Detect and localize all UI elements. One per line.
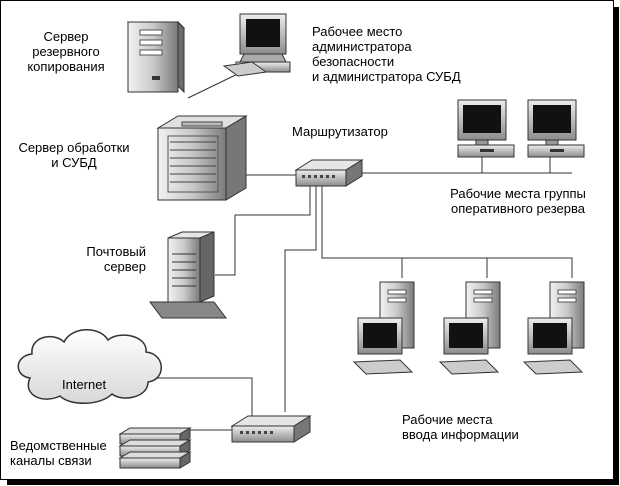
router-icon: [294, 159, 364, 187]
edge-router-icon: [230, 415, 312, 443]
mail-server-icon: [149, 231, 227, 319]
backup-server-icon: [126, 20, 186, 94]
entry-workstation-icon: [522, 281, 585, 375]
reserve-workstation-icon: [457, 99, 515, 158]
link-router-mail: [215, 186, 311, 276]
channel-modems-icon: [118, 427, 192, 469]
reserve-workstation-icon: [527, 99, 585, 158]
network-links: [155, 67, 573, 431]
internet-cloud-icon: [17, 329, 162, 404]
entry-workstation-icon: [352, 281, 415, 375]
admin-workstation-label: Рабочее место администратора безопасност…: [312, 24, 461, 84]
processing-server-label: Сервер обработки и СУБД: [18, 140, 130, 170]
link-router-edge: [284, 186, 317, 412]
admin-workstation-icon: [222, 13, 291, 77]
backup-server-label: Сервер резервного копирования: [27, 29, 105, 74]
frame-shadow: [613, 7, 619, 485]
link-router-entry: [321, 186, 573, 278]
processing-server-icon: [156, 115, 248, 201]
internet-label: Internet: [62, 377, 107, 392]
mail-server-label: Почтовый сервер: [86, 244, 146, 274]
reserve-group-label: Рабочие места группы оперативного резерв…: [450, 186, 586, 216]
frame-shadow: [7, 479, 619, 485]
entry-workstation-icon: [438, 281, 501, 375]
link-internet-edge: [155, 377, 253, 418]
router-label: Маршрутизатор: [292, 124, 388, 139]
departmental-channels-label: Ведомственные каналы связи: [10, 438, 107, 468]
data-entry-label: Рабочие места ввода информации: [402, 412, 519, 442]
